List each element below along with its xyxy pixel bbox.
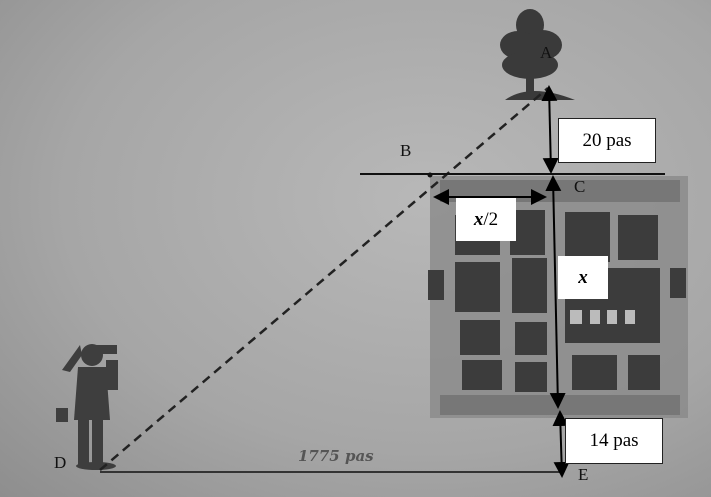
half-width-suffix: /2 [483,208,499,230]
point-e-label: E [578,465,589,484]
person-icon [56,344,118,470]
arrow-building-height [545,175,566,409]
label-half-width: x/2 [456,198,516,241]
point-b-dot [427,172,433,178]
point-a-label: A [540,43,553,62]
point-b-label: B [400,141,412,160]
label-building-height: x [558,256,608,299]
arrow-14-pas [552,410,570,478]
point-c-label: C [574,177,586,196]
half-width-var: x [473,208,484,230]
point-d-label: D [54,453,67,472]
label-20-pas: 20 pas [558,118,656,163]
label-14-pas: 14 pas [565,418,663,464]
arrow-a-c [541,85,559,174]
ground-distance-label: 1775 pas [298,447,374,465]
tree-icon [500,9,575,100]
sight-line [99,87,549,471]
